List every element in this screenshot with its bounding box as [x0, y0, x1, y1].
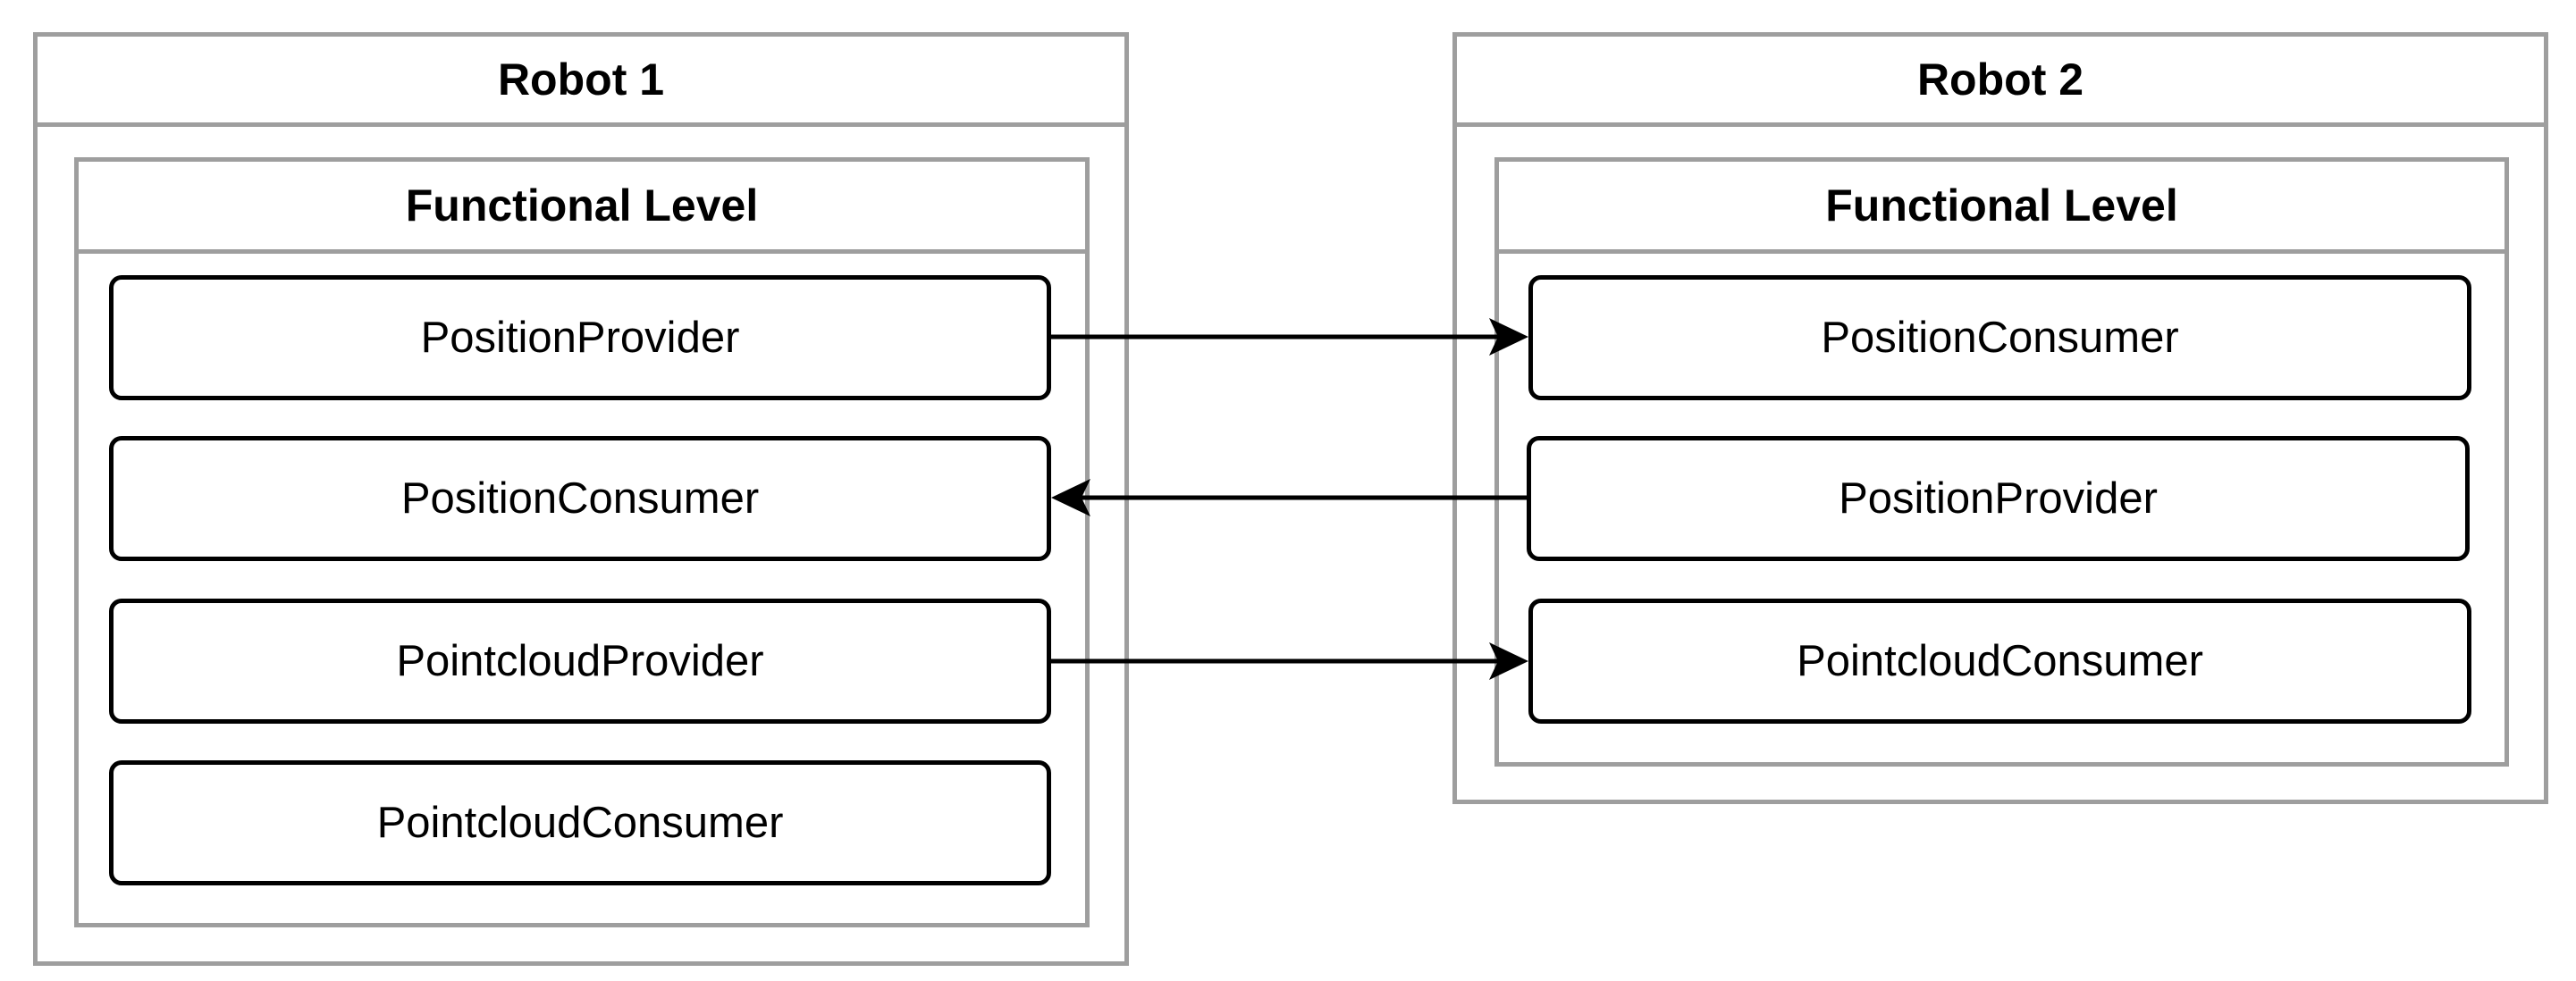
robot-1-pointcloud-consumer[interactable]: PointcloudConsumer — [109, 760, 1051, 885]
robot-1-pointcloud-provider[interactable]: PointcloudProvider — [109, 599, 1051, 724]
robot-1-position-provider[interactable]: PositionProvider — [109, 275, 1051, 400]
robot-1-title: Robot 1 — [38, 37, 1124, 127]
robot-1-position-consumer[interactable]: PositionConsumer — [109, 436, 1051, 561]
robot-2-functional-level-title: Functional Level — [1499, 162, 2504, 254]
robot-2-position-provider[interactable]: PositionProvider — [1527, 436, 2470, 561]
robot-2-pointcloud-consumer[interactable]: PointcloudConsumer — [1528, 599, 2471, 724]
arrowhead-pointcloud-r1-to-r2 — [1489, 642, 1528, 680]
robot-2-title: Robot 2 — [1457, 37, 2544, 127]
arrowhead-position-r1-to-r2 — [1489, 318, 1528, 356]
robot-1-functional-level-title: Functional Level — [79, 162, 1085, 254]
arrowhead-position-r2-to-r1 — [1051, 479, 1090, 516]
robot-2-position-consumer[interactable]: PositionConsumer — [1528, 275, 2471, 400]
